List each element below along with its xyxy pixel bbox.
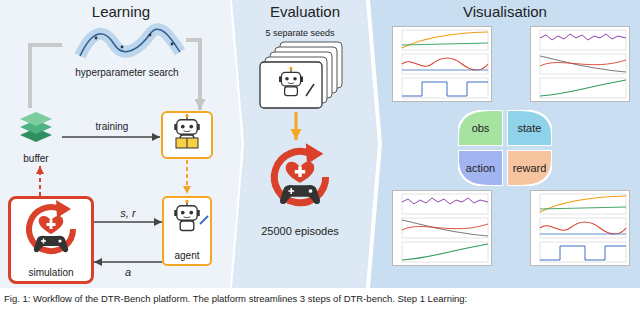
state-petal: state [507,110,552,146]
hyperparameter-chart [171,43,174,46]
panel-heading: Learning [92,3,150,20]
panel-shape [0,0,242,288]
connector [94,261,162,263]
agent-icon [162,196,212,266]
node-label: state [518,122,542,135]
simulation-icon [8,196,94,284]
step-label: training [94,121,131,133]
panel-heading: Visualisation [463,3,547,20]
node-label: 5 separate seeds [265,28,334,38]
learning-agent-icon [187,138,188,148]
reward-plot [531,191,630,266]
connector [30,45,62,108]
node-label: 25000 episodes [261,225,339,238]
search-loop-line [186,40,200,110]
episodes-box: 25000 episodes [250,140,350,240]
learning-agent-icon [162,112,212,158]
buffer-stack-icon [20,112,52,126]
learning-agent-icon [162,112,212,158]
petal-shape [458,150,503,186]
node-label: hyperparameter search [75,67,178,79]
hyperparameter-chart [80,29,180,56]
agent-box: agent [162,196,212,266]
edge-label: s, r [118,207,137,220]
seed-cards [260,62,322,108]
obs-plot [393,27,492,102]
node-label: reward [513,162,547,175]
episode-icon [274,143,325,204]
connector [39,166,41,196]
agent-icon [200,216,208,224]
connector [94,221,162,223]
hyperparameter-search-box: hyperparameter search [62,22,192,80]
buffer-stack-icon [20,112,52,142]
seed-cards [260,42,342,108]
panel-shape [232,0,378,288]
panel-heading: Evaluation [270,3,340,20]
training-arrow [62,136,160,138]
reward-petal: reward [507,150,552,186]
agent-icon [174,200,200,231]
hyperparameter-chart [80,29,180,56]
connector [295,112,298,140]
agent-icon [162,196,212,266]
node-label: action [466,162,495,175]
petal-shape [507,110,552,146]
step-panel: Evaluation 5 separate seeds 25000 episodes [232,0,378,288]
hyperparameter-chart [149,34,152,37]
seed-stack-box: 5 separate seeds [248,26,352,112]
node-label: obs [472,122,490,135]
simulation-icon [29,200,73,252]
learning-agent-icon [176,138,198,148]
node-label: buffer [23,153,48,165]
simulation-icon [8,196,94,284]
figure-caption: Fig. 1: Workflow of the DTR-Bench platfo… [4,293,467,304]
action-petal: action [458,150,503,186]
edge-label: a [123,266,133,279]
petal-shape [458,110,503,146]
state-plot [531,27,630,102]
hyperparameter-chart [121,46,124,49]
buffer-box: buffer [12,108,60,166]
hyperparameter-chart [80,29,180,56]
agent-update-arrow [186,160,188,194]
panel-shape [370,0,640,288]
simulation-box: simulation [8,196,94,284]
node-label: simulation [28,267,73,279]
seed-cards [306,84,314,96]
hyperparameter-chart [95,37,98,40]
action-plot [393,191,492,266]
petal-shape [507,150,552,186]
node-label: agent [174,250,199,262]
seed-cards [279,67,303,96]
obs-petal: obs [458,110,503,146]
